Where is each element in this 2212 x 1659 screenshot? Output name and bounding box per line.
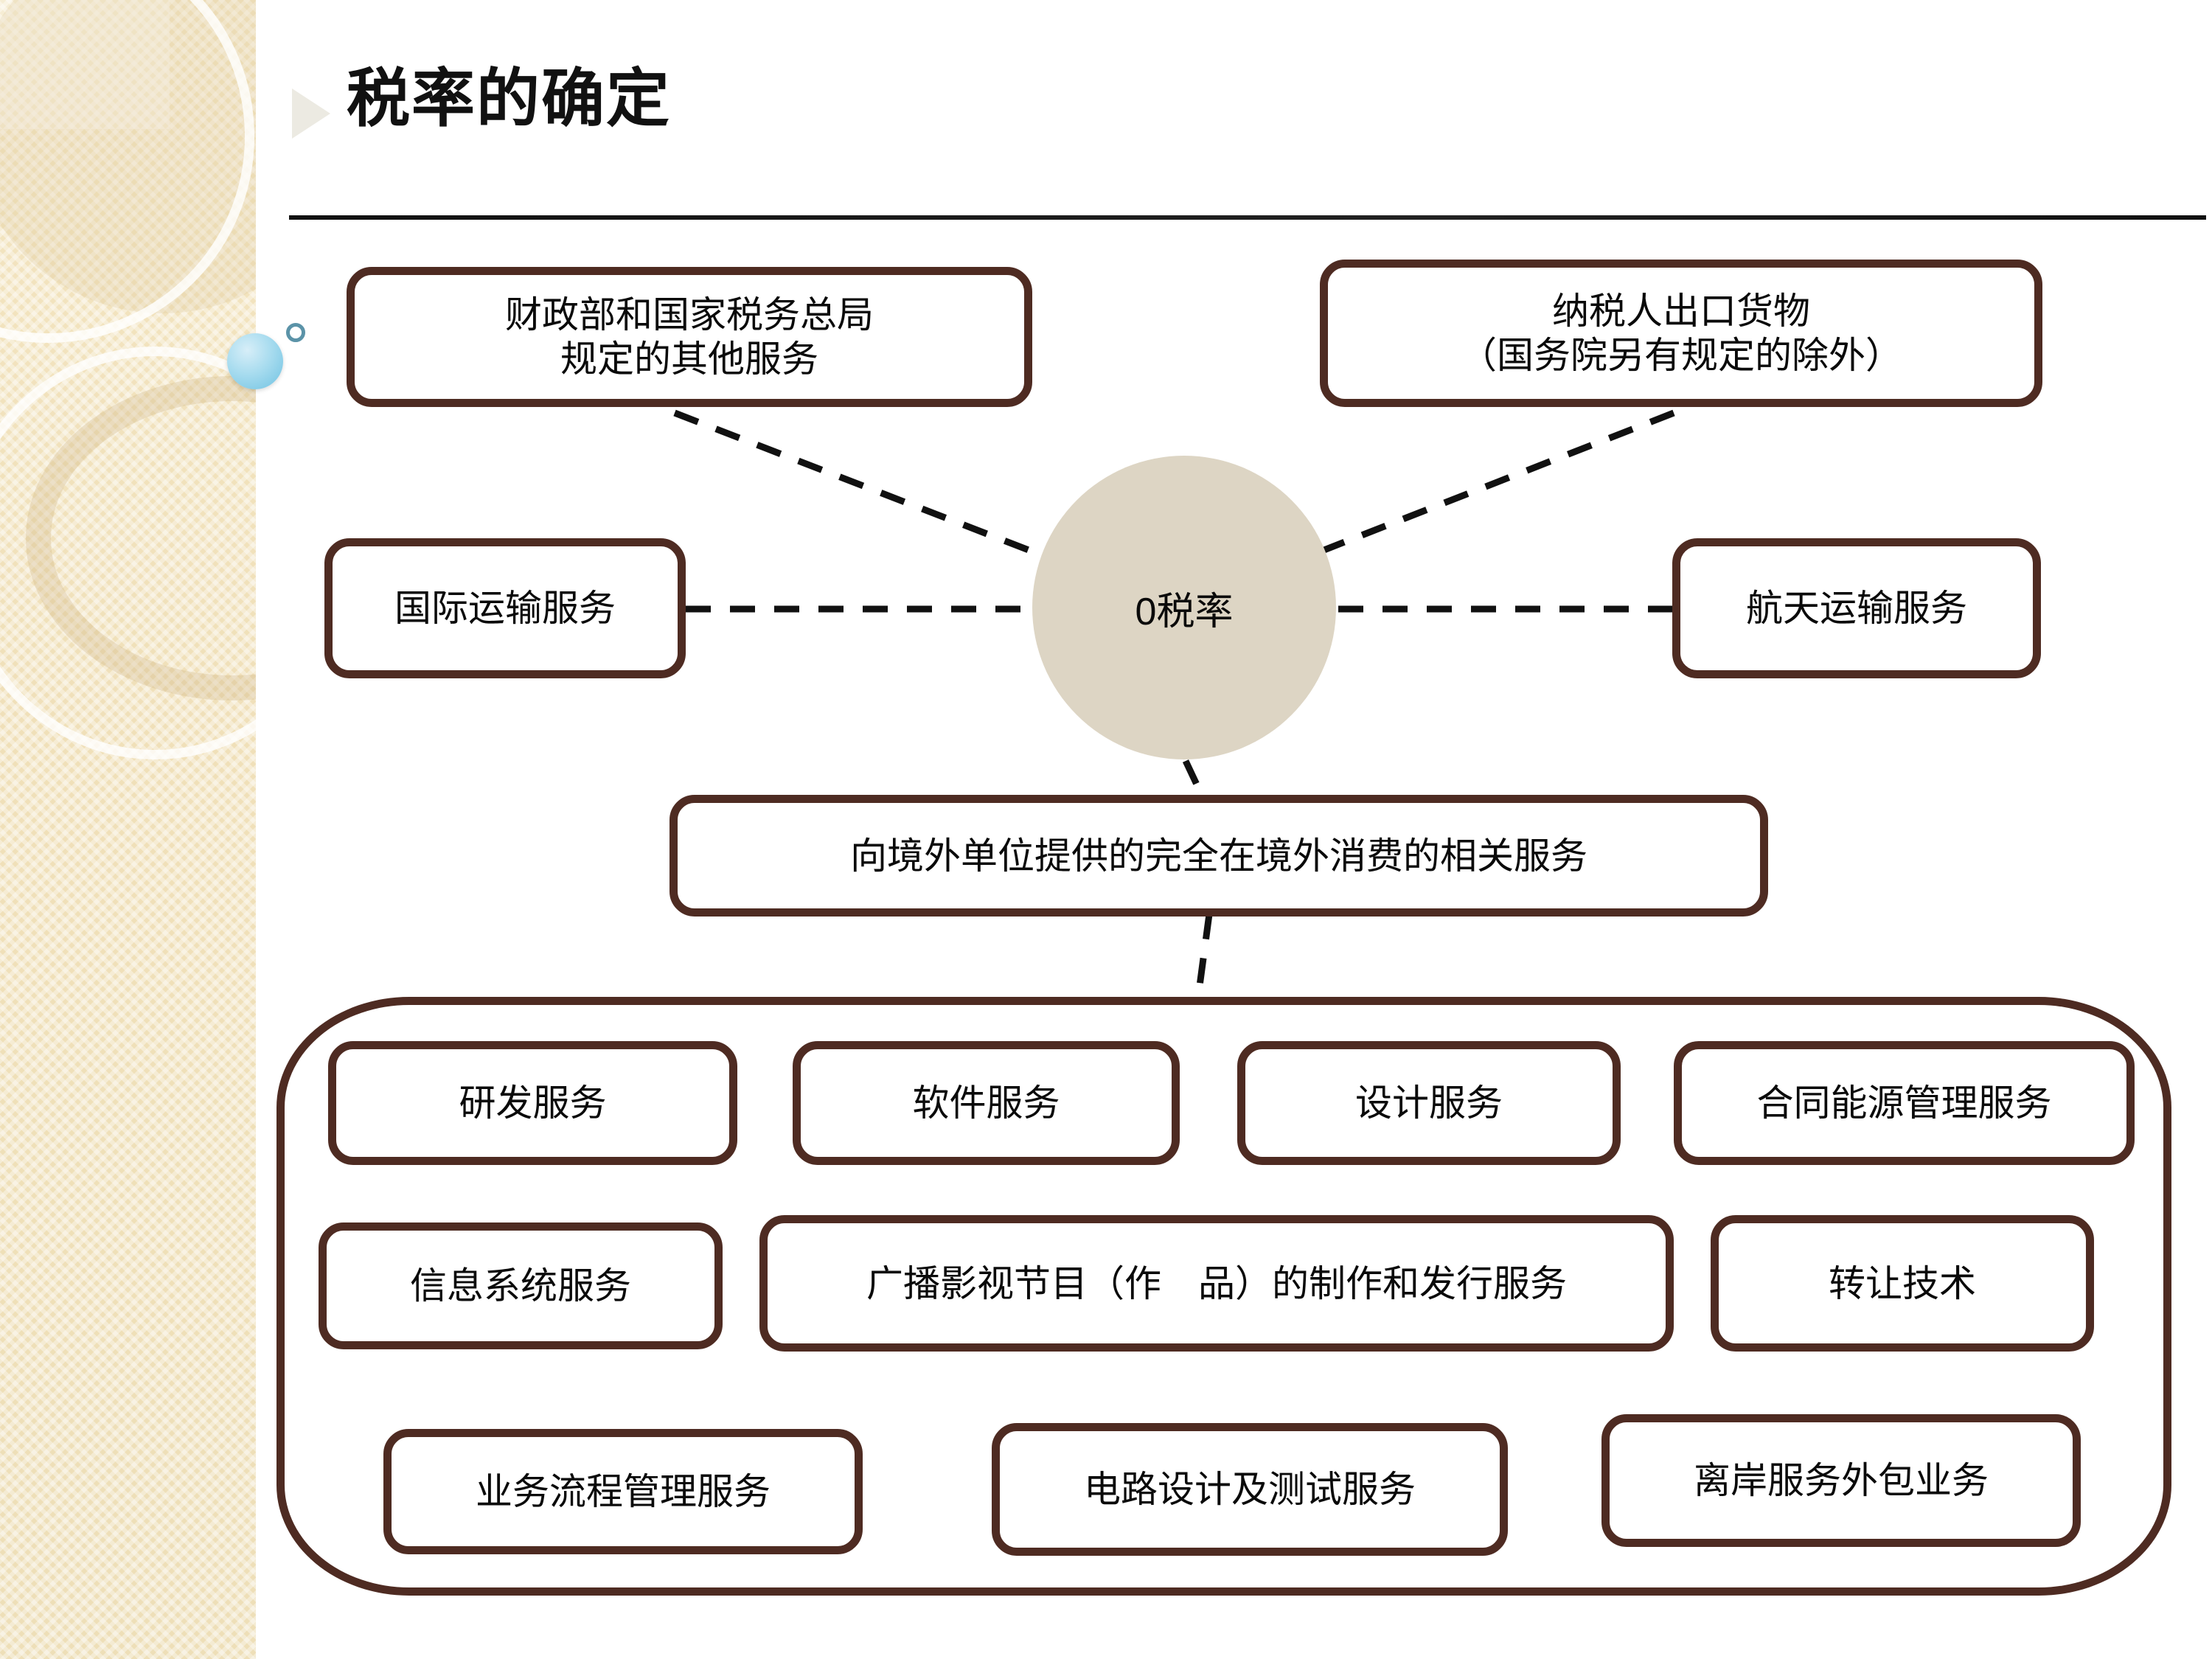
node-international-transport[interactable]: 国际运输服务 — [324, 538, 686, 678]
service-item-design[interactable]: 设计服务 — [1237, 1041, 1621, 1165]
band-ring-thin-icon — [0, 347, 256, 759]
service-item-software[interactable]: 软件服务 — [793, 1041, 1180, 1165]
service-item-rnd[interactable]: 研发服务 — [328, 1041, 737, 1165]
service-item-energy-management[interactable]: 合同能源管理服务 — [1674, 1041, 2135, 1165]
service-item-offshore-outsourcing[interactable]: 离岸服务外包业务 — [1601, 1414, 2081, 1547]
page-title: 税率的确定 — [347, 61, 671, 136]
triangle-right-icon — [292, 88, 330, 139]
service-item-circuit-design-test[interactable]: 电路设计及测试服务 — [992, 1423, 1508, 1556]
node-export-goods-line1: 纳税人出口货物 — [1552, 291, 1810, 332]
node-overseas-services[interactable]: 向境外单位提供的完全在境外消费的相关服务 — [669, 795, 1768, 917]
blue-bubble-icon — [227, 333, 283, 389]
service-group-container — [276, 997, 2171, 1596]
node-other-services[interactable]: 财政部和国家税务总局 规定的其他服务 — [347, 267, 1032, 407]
node-aerospace-transport[interactable]: 航天运输服务 — [1672, 538, 2041, 678]
hub-label: 0税率 — [1135, 590, 1234, 633]
service-item-broadcast-production[interactable]: 广播影视节目（作 品）的制作和发行服务 — [759, 1215, 1674, 1352]
service-item-business-process[interactable]: 业务流程管理服务 — [383, 1429, 863, 1554]
node-other-services-line2: 规定的其他服务 — [560, 338, 818, 380]
service-item-information-system[interactable]: 信息系统服务 — [319, 1222, 723, 1349]
node-export-goods[interactable]: 纳税人出口货物 （国务院另有规定的除外） — [1320, 260, 2042, 407]
node-export-goods-text: 纳税人出口货物 （国务院另有规定的除外） — [1460, 289, 1902, 378]
decorative-left-band — [0, 0, 256, 1659]
header-divider — [289, 215, 2206, 220]
node-export-goods-line2: （国务院另有规定的除外） — [1460, 335, 1902, 376]
hub-zero-tax-rate[interactable]: 0税率 — [1032, 456, 1336, 759]
node-other-services-line1: 财政部和国家税务总局 — [505, 294, 874, 335]
node-other-services-text: 财政部和国家税务总局 规定的其他服务 — [505, 293, 874, 381]
small-circle-outline-icon — [286, 323, 305, 342]
service-item-technology-transfer[interactable]: 转让技术 — [1711, 1215, 2094, 1352]
